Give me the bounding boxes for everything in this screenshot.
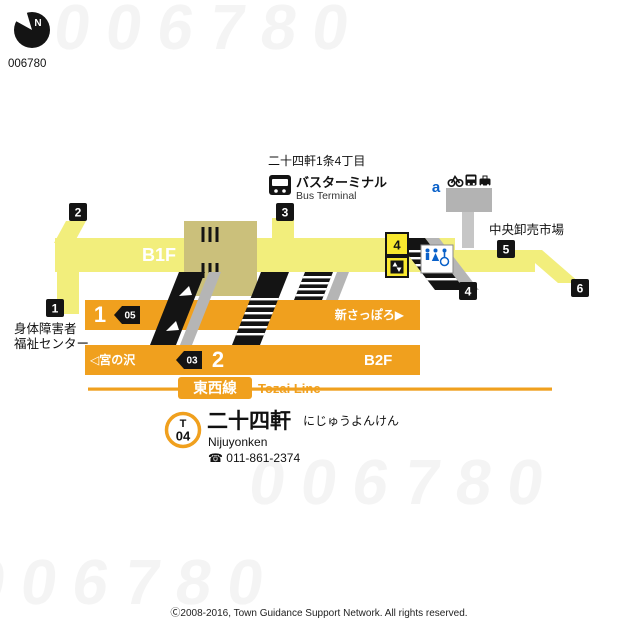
market-label: 中央卸売市場	[489, 222, 564, 237]
corridor-right	[455, 250, 535, 272]
corridor-exit1-leg	[57, 238, 79, 314]
exit4-elevator-box	[385, 232, 409, 256]
welfare-center-label-2: 福祉センター	[14, 336, 89, 351]
station-name-ja: 二十四軒	[207, 409, 291, 433]
exit-label-1: 1	[52, 302, 59, 316]
platform1-car-tag: 05	[124, 311, 136, 322]
platform2-car-tag-shape	[176, 351, 202, 369]
exit-box-2	[69, 203, 87, 221]
building-connector	[462, 212, 474, 248]
platform2-number: 2	[212, 347, 224, 372]
entrance-a-label: a	[432, 179, 441, 196]
gray-ramp-left	[180, 272, 221, 345]
line-badge	[178, 377, 252, 399]
exit-label-6: 6	[577, 282, 584, 296]
map-code: 006780	[8, 58, 46, 70]
station-symbol-number: 04	[176, 429, 191, 444]
ground-transport-icons	[447, 174, 491, 188]
address-label: 二十四軒1条4丁目	[268, 154, 365, 168]
compass-n-label: N	[34, 18, 41, 29]
station-number-circle	[164, 411, 202, 449]
platform1-number: 1	[94, 302, 106, 327]
exit-box-1	[46, 299, 64, 317]
exit4-elevator-label: 4	[393, 238, 401, 253]
exit-markers: 1 2 3 4 5 6	[46, 203, 589, 317]
exit-box-3	[276, 203, 294, 221]
corridor-exit6-ramp	[520, 250, 580, 283]
station-phone: ☎ 011-861-2374	[208, 451, 300, 465]
exit-box-5	[497, 240, 515, 258]
stairs-hatch-icon	[294, 276, 333, 297]
platform1-car-tag-shape	[114, 306, 140, 324]
bus-terminal-label-en: Bus Terminal	[296, 190, 357, 202]
stairs-hatch-icon	[232, 298, 289, 336]
gray-ramp-mid	[326, 272, 349, 300]
corridor-exit2-stub	[54, 221, 86, 243]
elevator-icon	[390, 260, 404, 274]
exit-label-4: 4	[465, 285, 472, 299]
platform2-direction: ◁宮の沢	[89, 352, 136, 367]
platform2-car-tag: 03	[186, 356, 198, 367]
welfare-center-label-1: 身体障害者	[14, 321, 77, 336]
north-compass-icon: N	[14, 10, 50, 48]
exit-box-4	[459, 282, 477, 300]
platform1-direction: 新さっぽろ▶	[335, 307, 405, 322]
gate-bars-icon-bottom	[201, 263, 219, 278]
station-name-kana: にじゅうよんけん	[303, 414, 399, 428]
surface-building	[446, 188, 492, 212]
exit-label-5: 5	[503, 243, 510, 257]
exit-label-3: 3	[282, 206, 289, 220]
line-name-ja: 東西線	[193, 379, 237, 397]
level-label-b2f: B2F	[364, 352, 392, 369]
platform-2	[85, 345, 420, 375]
level-label-b1f: B1F	[142, 245, 176, 265]
corridor-exit3-stub	[272, 218, 294, 240]
line-name-en: Tozai Line	[258, 381, 321, 396]
stair-ramp-hall-to-platform2	[150, 272, 205, 345]
line-rule	[88, 387, 552, 391]
bus-terminal-icon	[269, 175, 291, 195]
stair-ramp-to-platform1	[294, 272, 333, 300]
bus-terminal-label-ja: バスターミナル	[296, 175, 387, 190]
restroom-wheelchair-icon	[425, 248, 450, 267]
footer-copyright: Ⓒ2008-2016, Town Guidance Support Networ…	[170, 607, 467, 619]
station-name-en: Nijuyonken	[208, 435, 267, 449]
bus-icon	[465, 174, 477, 186]
stair-arrow-icon	[166, 286, 192, 331]
bicycle-icon	[447, 174, 464, 188]
taxi-icon	[479, 175, 491, 187]
exit-label-2: 2	[75, 206, 82, 220]
gate-bars-icon-top	[201, 227, 219, 242]
exit-box-6	[571, 279, 589, 297]
station-symbol-letter: T	[180, 418, 187, 430]
